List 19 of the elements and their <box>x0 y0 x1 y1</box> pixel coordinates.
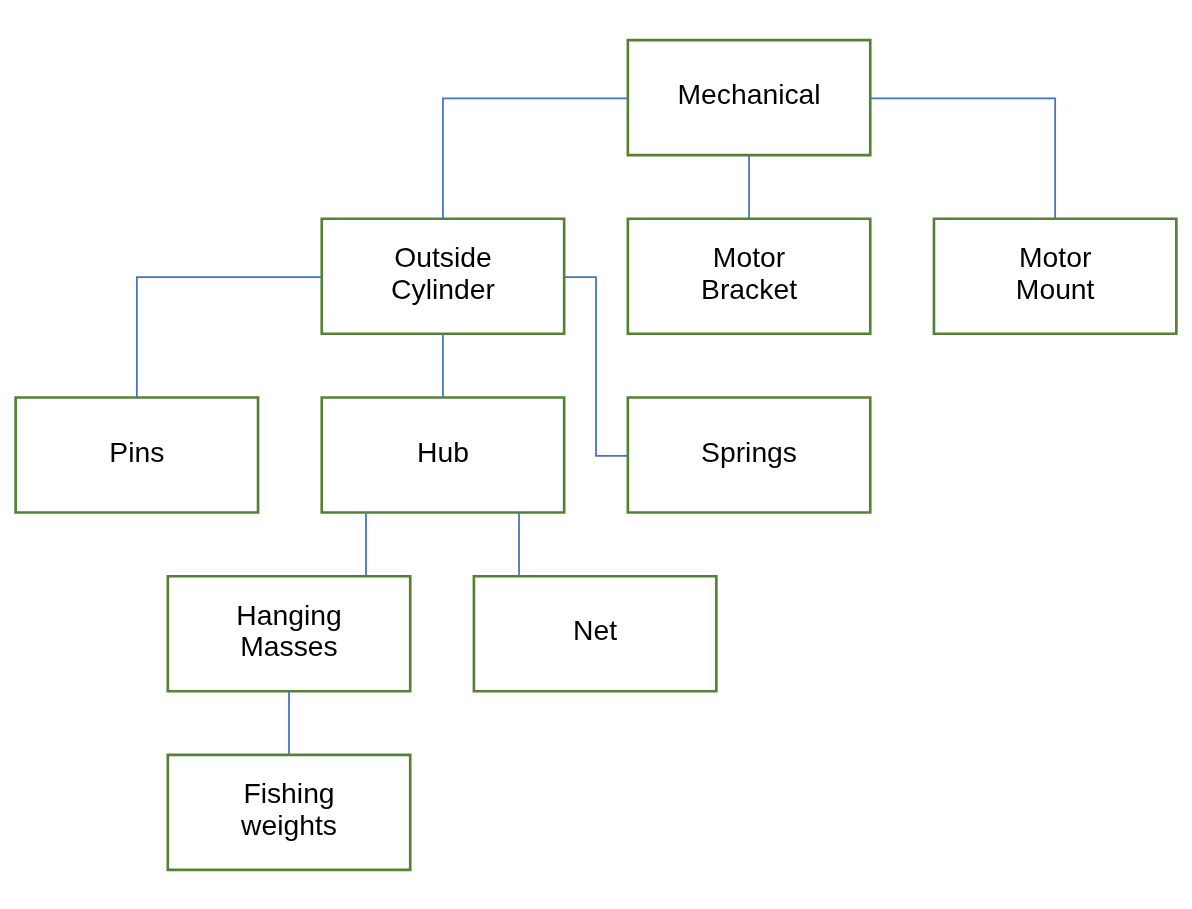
node-box: Pins <box>14 395 260 514</box>
connector <box>442 332 444 398</box>
connector <box>288 689 290 755</box>
node-box: Springs <box>626 395 872 514</box>
connector <box>518 511 520 577</box>
connector <box>563 275 629 457</box>
node-box: Fishing weights <box>166 753 412 871</box>
node-box: Hanging Masses <box>166 574 412 693</box>
node-box: Net <box>472 574 718 693</box>
connector <box>135 275 322 398</box>
node-box: Motor Bracket <box>626 216 872 335</box>
connector <box>442 97 629 219</box>
connector <box>748 153 750 219</box>
connector <box>870 97 1057 219</box>
node-box: Motor Mount <box>932 216 1178 335</box>
node-box: Hub <box>320 395 566 514</box>
connector <box>365 511 367 577</box>
node-box: Outside Cylinder <box>320 216 566 335</box>
node-box: Mechanical <box>626 38 872 156</box>
